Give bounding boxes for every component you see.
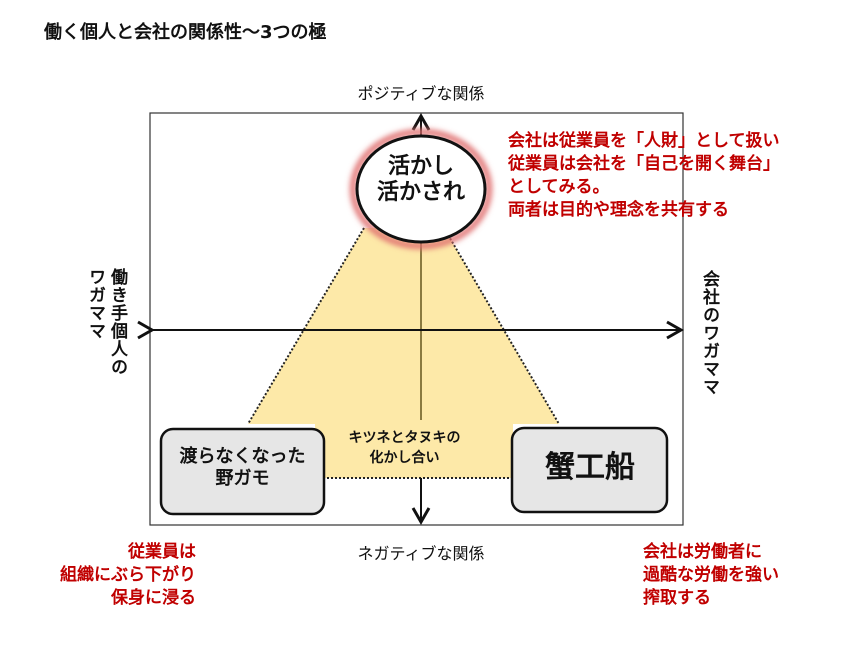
top-note: 会社は従業員を「人財」として扱い 従業員は会社を「自己を開く舞台」 としてみる。…: [508, 130, 780, 222]
negative-axis-label: ネガティブな関係: [357, 544, 485, 563]
note-line: 組織にぶら下がり: [60, 565, 196, 585]
note-line: 従業員は: [128, 542, 196, 562]
left-node-box: [159, 427, 326, 516]
label-line: 野ガモ: [215, 467, 270, 489]
label-line: 働き手個人の: [107, 268, 127, 376]
label-line: ワガママ: [85, 268, 105, 340]
label-line: 活かされ: [376, 180, 465, 206]
company-selfishness-label: 会社のワガママ: [699, 270, 719, 396]
note-line: 保身に浸る: [111, 588, 196, 608]
note-line: 過酷な労働を強い: [643, 565, 779, 585]
top-node-label: 活かし 活かされ: [356, 154, 486, 207]
page-title: 働く個人と会社の関係性～3つの極: [44, 22, 327, 43]
label-line: 渡らなくなった: [179, 446, 306, 467]
note-line: 会社は労働者に: [643, 542, 762, 562]
worker-selfishness-label: 働き手個人の ワガママ: [84, 268, 128, 376]
label-line: キツネとタヌキの: [348, 430, 461, 446]
left-note: 従業員は 組織にぶら下がり 保身に浸る: [36, 541, 196, 610]
note-line: 会社は従業員を「人財」として扱い: [508, 131, 780, 151]
note-line: 両者は目的や理念を共有する: [508, 200, 729, 220]
right-node-box: [510, 426, 669, 514]
positive-axis-label: ポジティブな関係: [357, 84, 485, 103]
label-line: 活かし: [387, 154, 454, 179]
middle-label: キツネとタヌキの 化かし合い: [329, 428, 480, 469]
note-line: 搾取する: [643, 588, 711, 608]
label-line: 化かし合い: [369, 450, 440, 467]
note-line: としてみる。: [508, 177, 610, 197]
right-note: 会社は労働者に 過酷な労働を強い 搾取する: [643, 541, 779, 610]
ellipse-glow: [350, 129, 492, 249]
triangle-area: [248, 228, 559, 478]
top-node-ellipse: [355, 134, 487, 244]
right-node-label: 蟹工船: [545, 450, 635, 485]
note-line: 従業員は会社を「自己を開く舞台」: [508, 154, 780, 174]
left-node-label: 渡らなくなった 野ガモ: [160, 446, 325, 489]
